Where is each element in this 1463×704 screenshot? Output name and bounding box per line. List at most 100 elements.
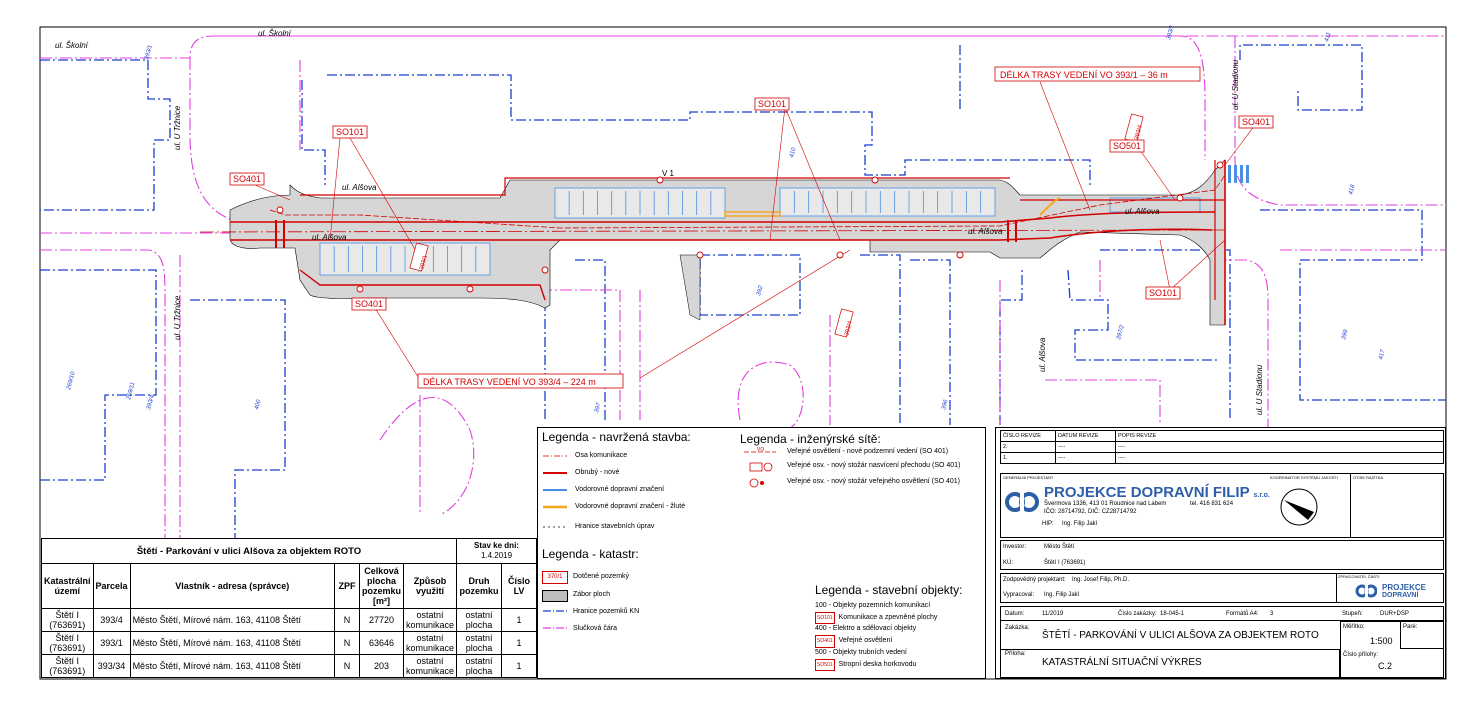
col-header: Způsob využití xyxy=(402,563,458,609)
stamp-panel xyxy=(1350,473,1444,538)
company-logo xyxy=(1005,491,1039,513)
hip-label: HIP: xyxy=(1042,521,1054,527)
stupen-label: Stupeň: xyxy=(1342,611,1363,617)
legend-item: Vodorovné dopravní značení xyxy=(575,486,665,493)
table-cell: N xyxy=(334,631,360,655)
company-address: Švermova 1336, 413 01 Roudnice nad Labem xyxy=(1044,501,1167,507)
legend-panel xyxy=(537,427,986,679)
format-value: 3 xyxy=(1270,611,1274,617)
legend-objekty-text: 400 - Elektro a sdělovací objekty xyxy=(815,625,917,633)
legend-zabor-swatch xyxy=(542,590,568,602)
street-label: ul. Alšova xyxy=(312,233,347,242)
legend-item: Veřejné osv. - nový stožár veřejného osv… xyxy=(787,478,961,485)
stav-value: 1.4.2019 xyxy=(480,551,513,560)
company-suffix: s.r.o. xyxy=(1253,492,1270,499)
parcel-tag: 393/1 xyxy=(419,254,429,271)
zakazky-label: Číslo zakázky: xyxy=(1118,611,1157,617)
legend-navrzena-swatches xyxy=(543,455,567,528)
legend-objekty-text: 500 - Objekty trubních vedení xyxy=(815,648,907,656)
parcel-number: 417 xyxy=(1378,349,1387,361)
stav-label: Stav ke dni: xyxy=(474,541,519,550)
parcel-number: 269/10 xyxy=(66,371,77,392)
so-callouts: SO101 SO101 SO401 SO401 SO401 SO501 SO10… xyxy=(229,97,1274,311)
legend-item: Hranice pozemků KN xyxy=(573,608,640,615)
drawing-frame xyxy=(39,26,1447,680)
table-cell: ostatní plocha xyxy=(456,654,502,678)
so-badge: SO501 xyxy=(815,658,835,672)
legend-item: Obrubý - nové xyxy=(575,469,620,476)
small-logo-text-1: PROJEKCE xyxy=(1382,583,1427,592)
priloha-value: KATASTRÁLNÍ SITUAČNÍ VÝKRES xyxy=(1042,657,1202,668)
table-cell: 63646 xyxy=(359,631,404,655)
parcel-number: 392 xyxy=(756,285,765,297)
legend-item: Osa komunikace xyxy=(575,452,628,459)
parcel-number: 393/1 xyxy=(1166,24,1176,40)
parcel-numbers: 393/1 393/1 411 410 418 392 397/2 417 26… xyxy=(66,24,1387,413)
date-row xyxy=(1000,606,1444,621)
col-header: Celková plocha pozemku [m²] xyxy=(359,563,404,609)
parcel-table: Štětí - Parkování v ulici Alšova za obje… xyxy=(40,538,537,678)
parcel-table-title-row: Štětí - Parkování v ulici Alšova za obje… xyxy=(40,538,537,564)
cislo-value: C.2 xyxy=(1378,661,1393,671)
street-label: ul. Alšova xyxy=(1038,337,1047,372)
col-header: Parcela xyxy=(92,563,131,609)
legend-item: Vodorovné dopravní značení - žluté xyxy=(575,503,686,510)
street-label: ul. Alšova xyxy=(968,227,1003,236)
parcel-number: 399 xyxy=(1341,329,1350,341)
parcel-number: 410 xyxy=(789,147,798,159)
legend-objekty-list: 100 - Objekty pozemních komunikací SO101… xyxy=(815,601,937,672)
table-cell: Štětí I (763691) xyxy=(41,631,94,655)
stav-cell: Stav ke dni: 1.4.2019 xyxy=(456,538,537,564)
meritko-value: 1:500 xyxy=(1370,636,1393,646)
zakazka-value: ŠTĚTÍ - PARKOVÁNÍ V ULICI ALŠOVA ZA OBJE… xyxy=(1042,630,1319,641)
legend-objekty-row: 400 - Elektro a sdělovací objekty xyxy=(815,624,937,635)
company-tel: tel. 416 831 624 xyxy=(1190,501,1234,507)
street-label: ul. U Tržnice xyxy=(173,295,182,340)
route-length-callouts: DÉLKA TRASY VEDENÍ VO 393/1 – 36 m DÉLKA… xyxy=(417,66,1201,389)
parcel-number: 396 xyxy=(941,399,950,411)
legend-navrzena-title: Legenda - navržená stavba: xyxy=(542,430,691,444)
col-header: Vlastník - adresa (správce) xyxy=(129,563,336,609)
legend-katastr-line-swatches xyxy=(543,610,567,629)
table-row: Štětí I (763691) 393/1 Město Štětí, Míro… xyxy=(41,631,537,655)
so-label: SO101 xyxy=(1149,288,1177,298)
rev-header-cell: ČÍSLO REVIZE xyxy=(1000,430,1056,442)
zodp-value: Ing. Josef Filip, Ph.D. xyxy=(1072,577,1130,583)
vypr-value: Ing. Filip Jakl xyxy=(1044,592,1080,598)
road-axis xyxy=(199,160,1226,325)
table-cell: N xyxy=(334,654,360,678)
legend-item: Veřejné osv. - nový stožár nasvícení pře… xyxy=(787,462,961,469)
table-cell: N xyxy=(334,608,360,632)
col-header: ZPF xyxy=(334,563,360,609)
table-cell: 1 xyxy=(501,654,537,678)
pare-label: Paré: xyxy=(1403,624,1418,630)
parcel-tag: 393/4 xyxy=(844,320,854,337)
legend-objekty-text: Veřejné osvětlení xyxy=(838,637,893,645)
rev-cell: ---- xyxy=(1115,441,1444,453)
so-label: SO401 xyxy=(1242,117,1270,127)
small-logo xyxy=(1355,584,1377,598)
table-cell: 203 xyxy=(359,654,404,678)
table-cell: 393/4 xyxy=(92,608,131,632)
street-label: ul. Školní xyxy=(55,41,89,50)
street-names: ul. Školní ul. Školní ul. U Tržnice ul. … xyxy=(55,29,1264,415)
datum-label: Datum: xyxy=(1005,611,1025,617)
stupen-value: DUR+DSP xyxy=(1380,611,1409,617)
datum-value: 11/2019 xyxy=(1042,611,1064,617)
meritko-label: Měřítko: xyxy=(1343,624,1365,630)
legend-site-title: Legenda - inženýrské sítě: xyxy=(740,432,881,446)
cert-label: KOORDINÁTOR SYSTÉMU JAKOSTI xyxy=(1270,475,1338,480)
table-cell: 1 xyxy=(501,608,537,632)
table-cell: Štětí I (763691) xyxy=(41,608,94,632)
parcel-number: 269/11 xyxy=(126,382,137,402)
legend-katastr-title: Legenda - katastr: xyxy=(542,547,639,561)
table-row: Štětí I (763691) 393/4 Město Štětí, Míro… xyxy=(41,608,537,632)
investor-label: Investor: xyxy=(1003,544,1027,550)
parcel-number: 397/2 xyxy=(1116,324,1126,341)
table-cell: 393/34 xyxy=(92,654,131,678)
so-label: SO101 xyxy=(758,99,786,109)
street-label: ul. Školní xyxy=(258,29,292,38)
zakazky-value: 18-045-1 xyxy=(1160,611,1185,617)
